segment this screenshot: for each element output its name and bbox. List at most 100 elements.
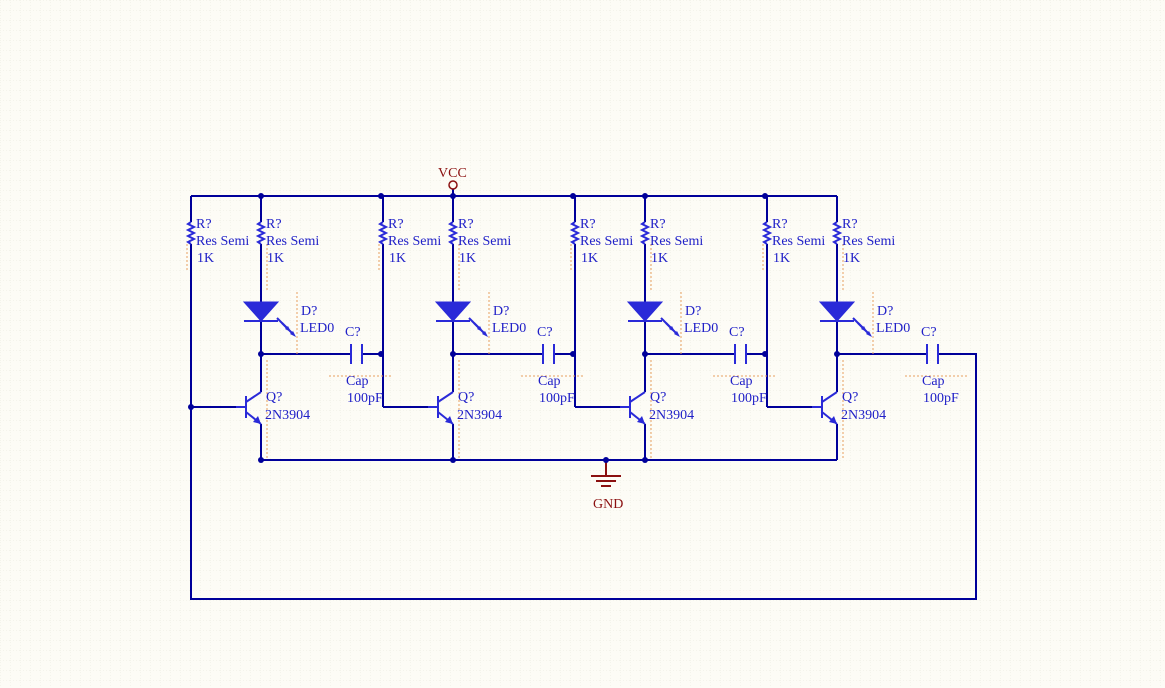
led-comment: LED0 xyxy=(492,321,526,336)
resistor-comment: Res Semi xyxy=(458,234,511,249)
led-emission-arrow xyxy=(473,322,486,335)
global-wires xyxy=(190,195,977,600)
transistor-collector xyxy=(437,391,454,403)
vcc-port[interactable]: VCC xyxy=(438,166,467,196)
capacitor[interactable]: C? Cap 100pF xyxy=(729,325,767,406)
led-arrow-head xyxy=(866,331,872,337)
junction-dot xyxy=(570,351,576,357)
vcc-label: VCC xyxy=(438,166,467,181)
resistor-value: 1K xyxy=(459,251,476,266)
transistor-comment: 2N3904 xyxy=(457,408,502,423)
junction-dot xyxy=(188,404,194,410)
led-designator: D? xyxy=(301,304,317,319)
led-comment: LED0 xyxy=(300,321,334,336)
cap-designator: C? xyxy=(921,325,937,340)
led-triangle xyxy=(626,301,664,322)
transistor-collector xyxy=(245,391,262,403)
transistor-collector xyxy=(821,391,838,403)
stage-wires xyxy=(574,196,812,460)
resistor-designator: R? xyxy=(772,217,788,232)
cap-comment: Cap xyxy=(730,374,753,389)
junction-dot xyxy=(570,193,576,199)
resistor-designator: R? xyxy=(650,217,666,232)
gnd-port[interactable]: GND xyxy=(591,460,623,512)
cap-designator: C? xyxy=(345,325,361,340)
led-arrow-head xyxy=(290,331,296,337)
led[interactable]: D? LED0 xyxy=(434,301,526,337)
led[interactable]: D? LED0 xyxy=(626,301,718,337)
led-designator: D? xyxy=(685,304,701,319)
transistor-comment: 2N3904 xyxy=(265,408,310,423)
npn-transistor[interactable]: Q?2N3904 xyxy=(620,390,694,425)
junction-dot xyxy=(762,351,768,357)
junction-dot xyxy=(642,457,648,463)
led-triangle xyxy=(242,301,280,322)
cap-comment: Cap xyxy=(538,374,561,389)
cap-comment: Cap xyxy=(922,374,945,389)
pin-hints xyxy=(762,244,967,460)
junction-dot xyxy=(378,193,384,199)
pin-hints xyxy=(570,244,775,460)
led-emission-arrow xyxy=(281,322,294,335)
led-comment: LED0 xyxy=(684,321,718,336)
resistor-value: 1K xyxy=(581,251,598,266)
junction-dot xyxy=(642,351,648,357)
led-designator: D? xyxy=(877,304,893,319)
npn-transistor[interactable]: Q?2N3904 xyxy=(428,390,502,425)
pin-hints xyxy=(186,244,391,460)
led-triangle xyxy=(434,301,472,322)
junction-dot xyxy=(258,351,264,357)
resistor-zigzag xyxy=(255,221,267,245)
npn-transistor[interactable]: Q? 2N3904 xyxy=(236,390,310,425)
resistor-value: 1K xyxy=(843,251,860,266)
resistor-designator: R? xyxy=(842,217,858,232)
led[interactable]: D?LED0 xyxy=(818,301,910,337)
led[interactable]: D? LED0 xyxy=(242,301,334,337)
junction-dot xyxy=(762,193,768,199)
resistor-left[interactable]: R? Res Semi 1K xyxy=(185,217,249,266)
resistor-zigzag xyxy=(569,221,581,245)
cap-value: 100pF xyxy=(539,391,575,406)
junction-dot xyxy=(450,193,456,199)
junction-dot xyxy=(378,351,384,357)
resistor-value: 1K xyxy=(267,251,284,266)
resistor-zigzag xyxy=(639,221,651,245)
resistor-comment: Res Semi xyxy=(266,234,319,249)
junction-dot xyxy=(450,351,456,357)
resistor-designator: R? xyxy=(196,217,212,232)
npn-transistor[interactable]: Q?2N3904 xyxy=(812,390,886,425)
led-triangle xyxy=(818,301,856,322)
feedback-wire[interactable] xyxy=(190,353,977,600)
resistor-comment: Res Semi xyxy=(772,234,825,249)
resistor-zigzag xyxy=(831,221,843,245)
cap-value: 100pF xyxy=(347,391,383,406)
cap-value: 100pF xyxy=(731,391,767,406)
resistor-value: 1K xyxy=(197,251,214,266)
led-arrow-head xyxy=(482,331,488,337)
gnd-label: GND xyxy=(593,497,623,512)
emitter-arrow xyxy=(637,416,645,424)
emitter-arrow xyxy=(253,416,261,424)
resistor-zigzag xyxy=(447,221,459,245)
transistor-designator: Q? xyxy=(266,390,282,405)
resistor-comment: Res Semi xyxy=(196,234,249,249)
resistor-comment: Res Semi xyxy=(650,234,703,249)
led-designator: D? xyxy=(493,304,509,319)
emitter-arrow xyxy=(445,416,453,424)
junction-dot xyxy=(834,351,840,357)
cap-designator: C? xyxy=(729,325,745,340)
junction-dots xyxy=(188,193,840,463)
